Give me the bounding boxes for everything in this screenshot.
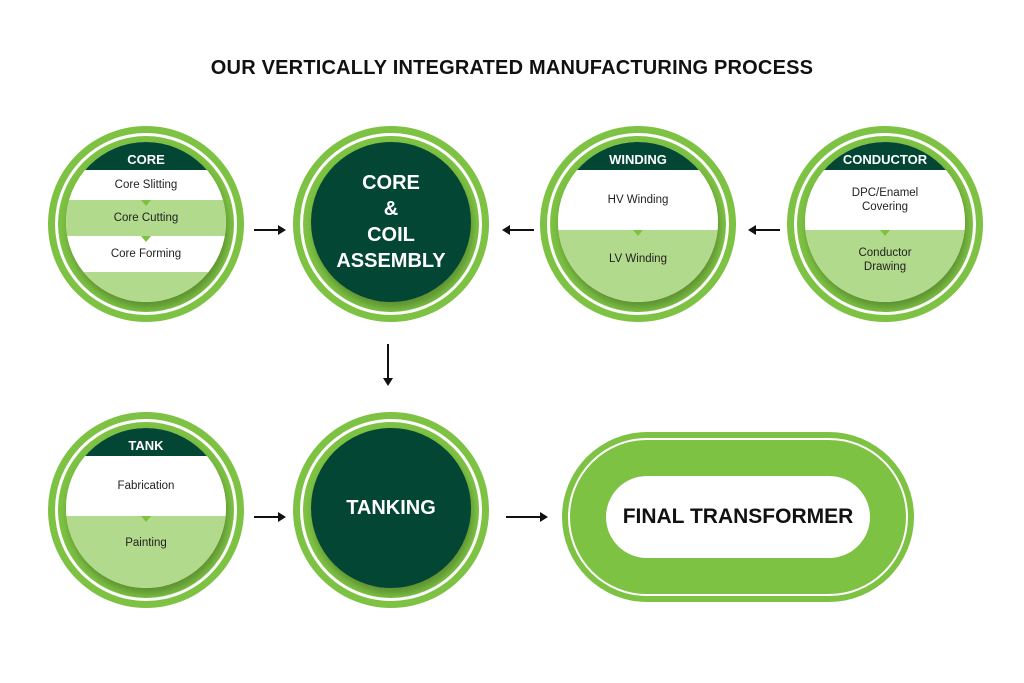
arrow-left-icon (748, 225, 780, 235)
tank-node: TANK Fabrication Painting (48, 412, 244, 608)
down-triangle-icon (141, 200, 151, 206)
down-triangle-icon (141, 236, 151, 242)
step-hv-winding: HV Winding (558, 170, 718, 230)
tanking-label: TANKING (346, 497, 436, 519)
step-painting: Painting (66, 516, 226, 588)
step-lv-winding: LV Winding (558, 230, 718, 302)
final-transformer-label: FINAL TRANSFORMER (606, 476, 870, 558)
arrow-right-icon (254, 512, 286, 522)
core-node: CORE Core Slitting Core Cutting Core For… (48, 126, 244, 322)
step-dpc-enamel-covering: DPC/Enamel Covering (805, 170, 965, 230)
step-core-forming: Core Forming (66, 236, 226, 272)
arrow-left-icon (502, 225, 534, 235)
down-triangle-icon (633, 230, 643, 236)
conductor-node: CONDUCTOR DPC/Enamel Covering Conductor … (787, 126, 983, 322)
page-title: OUR VERTICALLY INTEGRATED MANUFACTURING … (210, 57, 814, 79)
arrow-down-icon (383, 344, 393, 386)
arrow-right-icon (254, 225, 286, 235)
step-core-slitting: Core Slitting (66, 170, 226, 200)
tanking-node: TANKING (293, 412, 489, 608)
step-fabrication: Fabrication (66, 456, 226, 516)
step-conductor-drawing: Conductor Drawing (805, 230, 965, 302)
winding-node: WINDING HV Winding LV Winding (540, 126, 736, 322)
step-core-cutting: Core Cutting (66, 200, 226, 236)
down-triangle-icon (141, 516, 151, 522)
arrow-right-icon (506, 512, 548, 522)
final-transformer-node: FINAL TRANSFORMER (562, 432, 914, 602)
down-triangle-icon (880, 230, 890, 236)
